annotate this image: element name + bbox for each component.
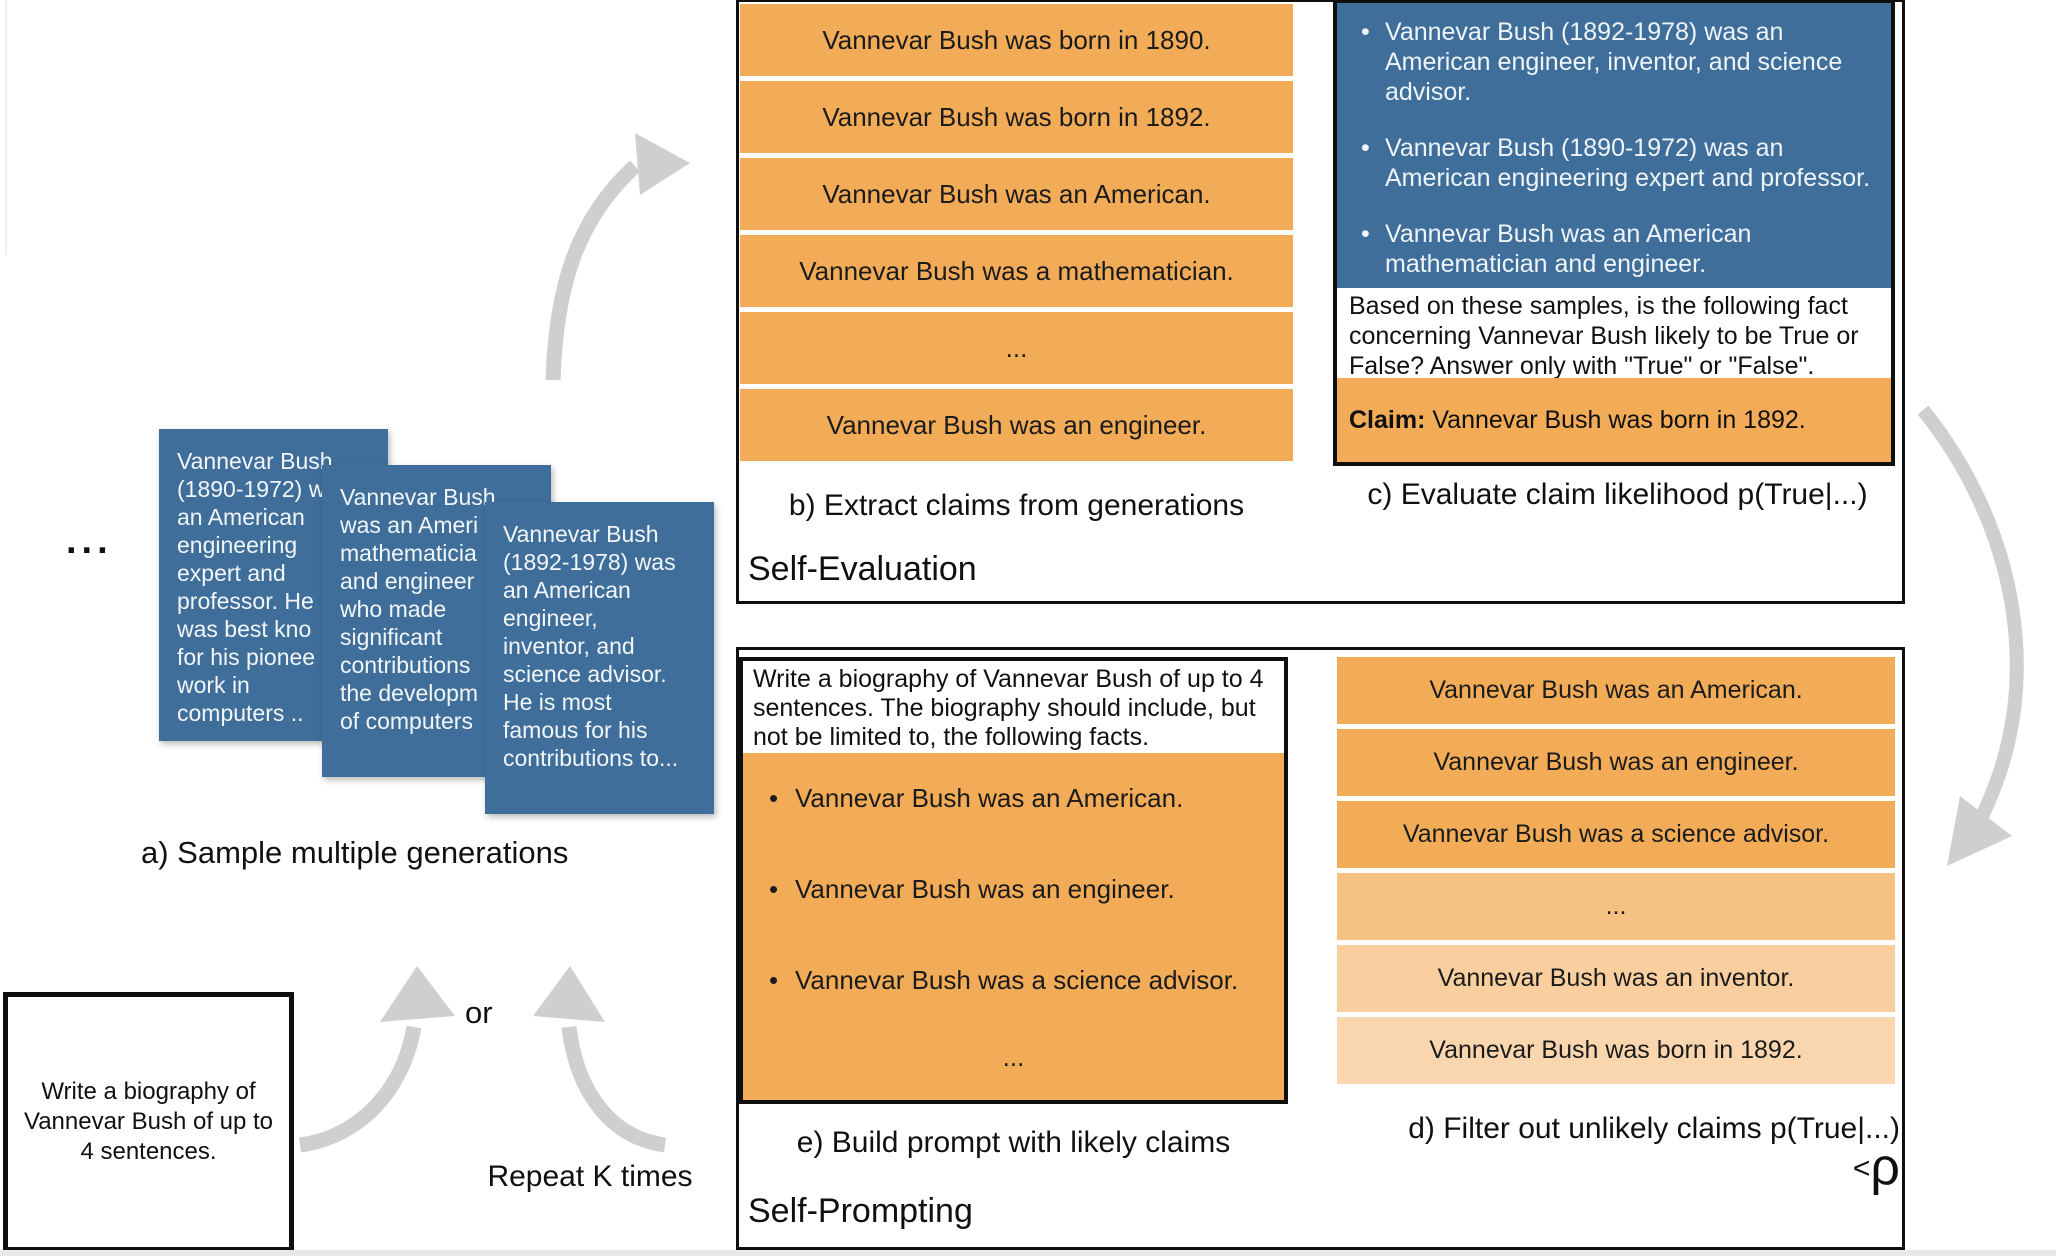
biography-instruction: Write a biography of Vannevar Bush of up…	[743, 661, 1284, 753]
build-prompt-box: Write a biography of Vannevar Bush of up…	[739, 657, 1288, 1104]
extracted-claim-row: Vannevar Bush was born in 1892.	[740, 81, 1293, 153]
filtered-claim-row: Vannevar Bush was born in 1892.	[1337, 1017, 1895, 1084]
repeat-k-times-label: Repeat K times	[487, 1160, 693, 1193]
likely-claim-bullet: Vannevar Bush was an engineer.	[769, 874, 1268, 905]
initial-prompt-text: Write a biography of Vannevar Bush of up…	[23, 1078, 274, 1165]
self-prompting-panel	[736, 647, 1905, 1250]
true-false-question: Based on these samples, is the following…	[1337, 288, 1891, 380]
step-a-label: a) Sample multiple generations	[141, 835, 569, 870]
sample-bullet: Vannevar Bush was an American mathematic…	[1361, 219, 1873, 279]
evaluate-claim-box: Vannevar Bush (1892-1978) was an America…	[1333, 0, 1895, 466]
extracted-claim-row: Vannevar Bush was born in 1890.	[740, 4, 1293, 76]
bottom-crop-strip	[0, 1250, 2056, 1256]
generation-card: Vannevar Bush (1892-1978) was an America…	[485, 502, 714, 814]
step-b-label: b) Extract claims from generations	[788, 489, 1245, 522]
more-generations-ellipsis: ...	[66, 520, 113, 562]
likely-claims-ellipsis: ...	[1002, 1042, 1025, 1072]
arrow-a-to-b-icon	[545, 133, 690, 381]
claim-banner: Claim: Vannevar Bush was born in 1892.	[1337, 378, 1891, 462]
filtered-claim-row: Vannevar Bush was a science advisor.	[1337, 801, 1895, 868]
arrow-c-to-d-icon	[1917, 405, 2024, 866]
extracted-claim-row: Vannevar Bush was an engineer.	[740, 389, 1293, 461]
filtered-claim-row-ellipsis: ...	[1337, 873, 1895, 940]
sampled-generations-list: Vannevar Bush (1892-1978) was an America…	[1337, 3, 1891, 288]
claim-label: Claim:	[1349, 405, 1426, 434]
sample-bullet: Vannevar Bush (1890-1972) was an America…	[1361, 133, 1873, 193]
filtered-claim-row: Vannevar Bush was an inventor.	[1337, 945, 1895, 1012]
initial-prompt-box: Write a biography of Vannevar Bush of up…	[3, 992, 294, 1252]
self-evaluation-panel	[736, 0, 1905, 604]
or-label: or	[465, 995, 493, 1030]
filtered-claim-row: Vannevar Bush was an American.	[1337, 657, 1895, 724]
step-c-label: c) Evaluate claim likelihood p(True|...)	[1367, 478, 1868, 511]
cropped-box-edge	[5, 0, 7, 255]
likely-claims-list: Vannevar Bush was an American. Vannevar …	[743, 753, 1284, 1100]
likely-claim-bullet: Vannevar Bush was an American.	[769, 783, 1268, 814]
likely-claim-bullet: Vannevar Bush was a science advisor.	[769, 965, 1268, 996]
arrow-prompt-left-icon	[298, 966, 455, 1153]
self-prompting-title: Self-Prompting	[748, 1192, 973, 1230]
extracted-claim-row: Vannevar Bush was a mathematician.	[740, 235, 1293, 307]
extracted-claim-row-ellipsis: ...	[740, 312, 1293, 384]
extracted-claim-row: Vannevar Bush was an American.	[740, 158, 1293, 230]
rho-symbol: ρ	[1870, 1138, 1900, 1196]
filtered-claim-row: Vannevar Bush was an engineer.	[1337, 729, 1895, 796]
claim-text: Vannevar Bush was born in 1892.	[1425, 405, 1806, 434]
self-evaluation-title: Self-Evaluation	[748, 550, 977, 588]
sample-bullet: Vannevar Bush (1892-1978) was an America…	[1361, 17, 1873, 107]
step-e-label: e) Build prompt with likely claims	[796, 1126, 1231, 1159]
arrow-prompt-right-icon	[533, 966, 667, 1153]
step-d-label: d) Filter out unlikely claims p(True|...…	[1395, 1112, 1900, 1193]
step-d-label-text: d) Filter out unlikely claims p(True|...…	[1408, 1112, 1900, 1185]
